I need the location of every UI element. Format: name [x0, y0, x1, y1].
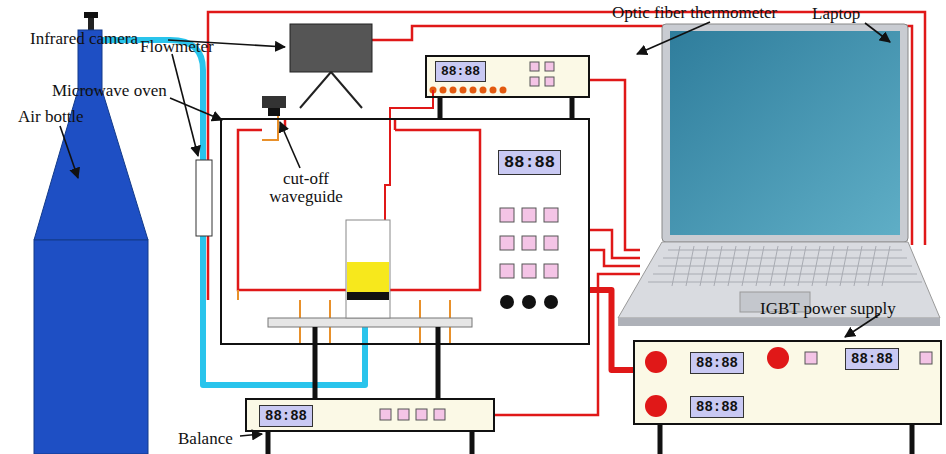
part-label: Flowmeter: [140, 38, 214, 56]
balance-buttons: [380, 409, 445, 420]
display-readout: 88:88: [690, 396, 744, 418]
part-label: Air bottle: [18, 108, 84, 126]
display-readout: 88:88: [498, 150, 561, 175]
part-label: Optic fiber thermometer: [612, 4, 777, 22]
flowmeter: [196, 160, 212, 236]
microwave-oven-box: 88:88: [220, 118, 590, 345]
igbt-power-supply-box: 88:88 88:88 88:88: [633, 340, 942, 425]
oven-cavity: [238, 90, 480, 345]
part-label: Laptop: [812, 5, 860, 23]
balance-box: 88:88: [245, 398, 495, 432]
laptop: [618, 24, 940, 326]
display-readout: 88:88: [690, 352, 744, 374]
platform: [268, 318, 472, 327]
oven-buttons: [500, 208, 558, 309]
sample-cell: [346, 220, 390, 318]
thermometer-box: 88:88: [425, 55, 590, 98]
display-readout: 88:88: [259, 405, 313, 427]
air-bottle: [34, 12, 148, 454]
display-readout: 88:88: [845, 348, 899, 370]
igbt-controls: [645, 347, 932, 417]
infrared-camera: [262, 24, 372, 116]
part-label: Microwave oven: [52, 82, 167, 100]
leader-arrows: [60, 22, 890, 436]
part-label: cut-off waveguide: [258, 170, 354, 206]
part-label: Infrared camera: [30, 30, 138, 48]
signal-wires: [208, 12, 925, 415]
part-label: IGBT power supply: [760, 300, 896, 318]
thermometer-channels: [430, 62, 555, 94]
display-readout: 88:88: [435, 61, 486, 82]
power-cable: [590, 290, 633, 370]
part-label: Balance: [178, 430, 233, 448]
